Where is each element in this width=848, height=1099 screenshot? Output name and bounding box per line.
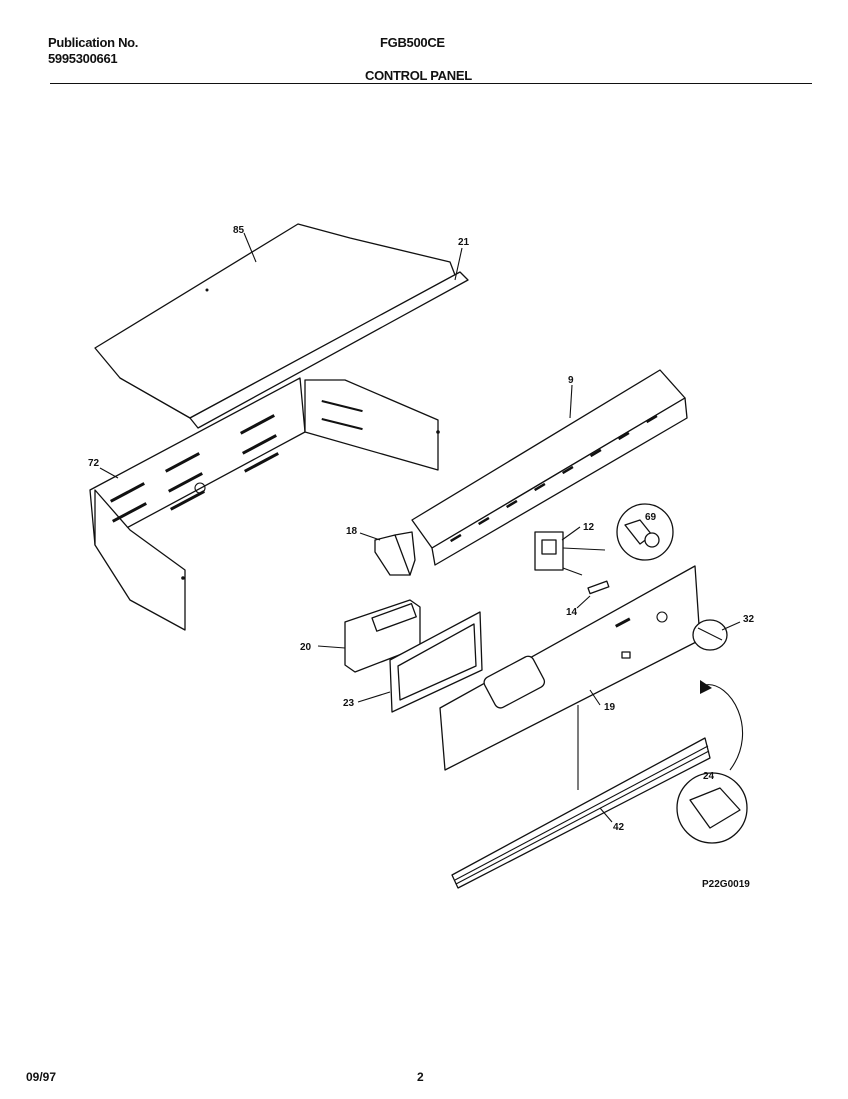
front-panel-part xyxy=(439,565,701,771)
leader-lines xyxy=(99,232,741,823)
label-part-24: 24 xyxy=(703,771,715,782)
label-part-18: 18 xyxy=(346,526,358,537)
label-part-23: 23 xyxy=(343,698,355,709)
label-part-21: 21 xyxy=(458,237,470,248)
housing-box-part xyxy=(89,377,440,631)
publication-number: 5995300661 xyxy=(48,51,118,66)
top-cover-part xyxy=(94,223,456,419)
label-part-32: 32 xyxy=(743,614,755,625)
display-bezel-part xyxy=(389,611,483,713)
channel-vent-slots xyxy=(450,414,658,543)
publication-date: 09/97 xyxy=(26,1070,57,1084)
housing-vent-slots xyxy=(110,400,363,523)
rocker-switch-callout xyxy=(676,680,748,844)
control-knob-part xyxy=(692,619,728,651)
label-part-72: 72 xyxy=(88,458,100,469)
end-bracket-part xyxy=(374,531,416,576)
vented-channel-part xyxy=(411,369,688,566)
label-part-69: 69 xyxy=(645,512,657,523)
page-number: 2 xyxy=(417,1070,424,1084)
section-title: CONTROL PANEL xyxy=(365,68,472,83)
label-part-20: 20 xyxy=(300,642,312,653)
label-part-12: 12 xyxy=(583,522,595,533)
publication-label: Publication No. xyxy=(48,35,139,50)
clip-part xyxy=(587,580,610,595)
screw-callout xyxy=(616,503,674,561)
header-rule xyxy=(50,83,812,84)
figure-code: P22G0019 xyxy=(702,879,750,890)
model-number: FGB500CE xyxy=(380,35,445,50)
label-part-19: 19 xyxy=(604,702,616,713)
label-part-9: 9 xyxy=(568,375,574,386)
trim-strip-part xyxy=(189,271,469,429)
switch-housing-part xyxy=(534,531,606,576)
label-part-85: 85 xyxy=(233,225,245,236)
label-part-14: 14 xyxy=(566,607,578,618)
vent-grille-part xyxy=(451,737,711,889)
label-part-42: 42 xyxy=(613,822,625,833)
